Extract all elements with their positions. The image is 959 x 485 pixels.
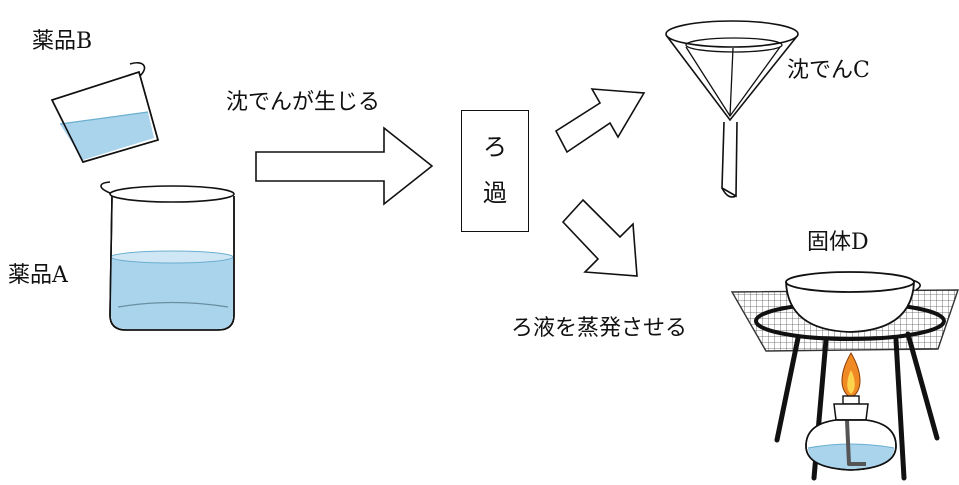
evaporation-setup <box>730 271 959 481</box>
label-solid-d: 固体D <box>807 230 869 255</box>
label-evaporate-filtrate: ろ液を蒸発させる <box>511 316 688 341</box>
funnel-icon <box>665 20 799 198</box>
arrow-to-funnel <box>554 88 646 154</box>
filtration-label-char2: 過 <box>483 179 507 207</box>
filtration-label-char1: ろ <box>483 133 507 161</box>
alcohol-lamp-icon <box>805 395 897 471</box>
label-precipitate-c: 沈でんC <box>787 58 870 83</box>
pouring-beaker-icon <box>50 61 159 163</box>
arrow-to-evaporation <box>561 198 638 277</box>
filtration-box: ろ 過 <box>461 110 529 232</box>
beaker-icon <box>100 181 235 331</box>
flame-icon <box>841 352 861 399</box>
label-reagent-a: 薬品A <box>8 263 68 288</box>
arrow-to-filtration <box>255 126 434 206</box>
label-reagent-b: 薬品B <box>32 29 93 54</box>
evaporating-dish-icon <box>785 271 921 333</box>
label-precipitate-forms: 沈でんが生じる <box>226 90 381 115</box>
